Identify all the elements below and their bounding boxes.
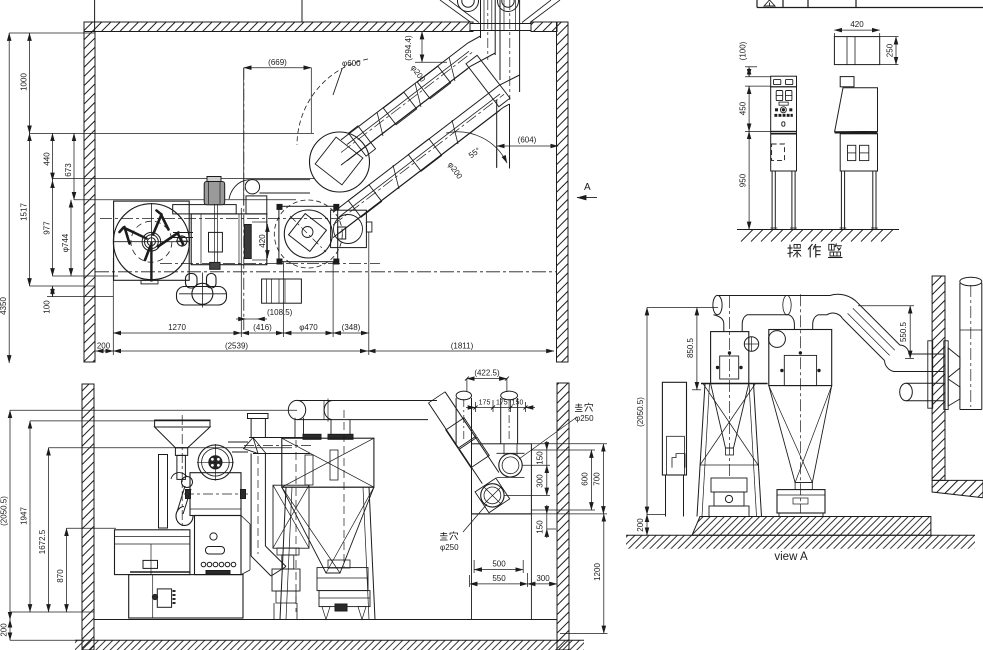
svg-text:150: 150 — [512, 400, 524, 407]
svg-text:200: 200 — [0, 623, 9, 637]
svg-text:A: A — [584, 182, 591, 193]
svg-text:977: 977 — [43, 221, 52, 235]
svg-text:175: 175 — [479, 400, 491, 407]
svg-text:(604): (604) — [518, 136, 537, 145]
svg-text:1517: 1517 — [20, 203, 29, 221]
svg-text:(2050.5): (2050.5) — [0, 496, 9, 526]
svg-text:420: 420 — [850, 20, 864, 29]
svg-text:850.5: 850.5 — [686, 337, 695, 358]
svg-text:(669): (669) — [268, 58, 287, 67]
svg-text:300: 300 — [536, 574, 550, 583]
svg-text:200: 200 — [636, 518, 645, 532]
svg-text:420: 420 — [258, 234, 267, 248]
svg-text:1270: 1270 — [168, 323, 186, 332]
svg-text:φ470: φ470 — [299, 323, 318, 332]
svg-text:175: 175 — [496, 400, 508, 407]
svg-text:1200: 1200 — [593, 563, 602, 581]
svg-text:(294.4): (294.4) — [404, 35, 413, 61]
svg-text:250: 250 — [886, 43, 895, 57]
svg-text:200: 200 — [97, 342, 111, 351]
svg-text:550: 550 — [492, 574, 506, 583]
svg-text:300: 300 — [536, 474, 545, 488]
svg-text:(416): (416) — [253, 323, 272, 332]
svg-text:φ200: φ200 — [446, 160, 464, 181]
svg-text:(100): (100) — [739, 41, 748, 60]
svg-text:φ744: φ744 — [61, 233, 70, 252]
svg-text:(2050.5): (2050.5) — [636, 397, 645, 427]
svg-text:950: 950 — [739, 173, 748, 187]
svg-text:450: 450 — [739, 101, 748, 115]
svg-text:(2539): (2539) — [225, 342, 248, 351]
svg-text:(422.5): (422.5) — [474, 369, 500, 378]
svg-text:673: 673 — [64, 163, 73, 177]
svg-text:500: 500 — [492, 560, 506, 569]
svg-text:700: 700 — [593, 472, 602, 486]
svg-text:(348): (348) — [342, 323, 361, 332]
svg-text:600: 600 — [581, 472, 590, 486]
svg-text:870: 870 — [56, 569, 65, 583]
svg-text:φ250: φ250 — [575, 414, 594, 423]
svg-text:view A: view A — [774, 551, 808, 563]
svg-text:φ250: φ250 — [440, 543, 459, 552]
svg-text:φ600: φ600 — [342, 59, 361, 68]
svg-text:(108.5): (108.5) — [267, 308, 293, 317]
svg-text:1000: 1000 — [20, 73, 29, 91]
svg-text:550.5: 550.5 — [899, 321, 908, 342]
svg-text:4350: 4350 — [0, 297, 8, 315]
svg-text:1672.5: 1672.5 — [38, 529, 47, 554]
svg-text:55°: 55° — [467, 146, 482, 160]
svg-text:150: 150 — [536, 520, 545, 534]
svg-text:150: 150 — [536, 451, 545, 465]
svg-text:440: 440 — [43, 152, 52, 166]
svg-text:100: 100 — [43, 300, 52, 314]
svg-text:(1811): (1811) — [451, 342, 474, 351]
svg-text:1947: 1947 — [20, 507, 29, 525]
